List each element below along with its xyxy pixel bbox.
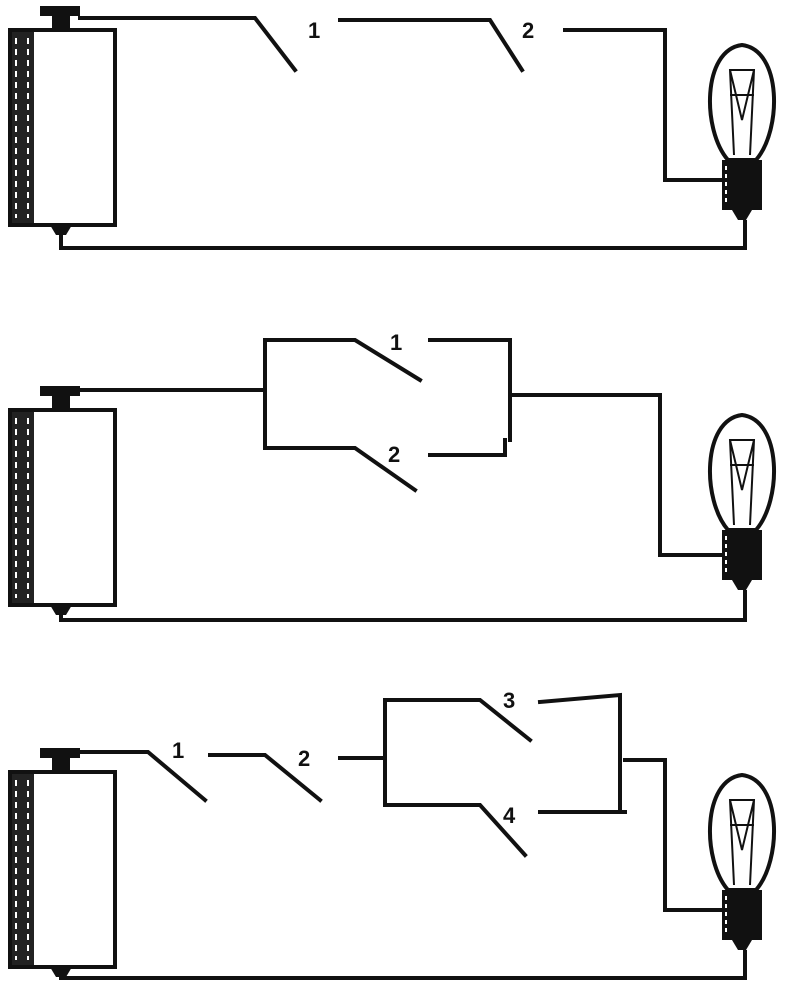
wire-return bbox=[59, 220, 747, 250]
battery-icon bbox=[8, 746, 117, 979]
switch-label: 1 bbox=[308, 18, 320, 43]
switch-label: 1 bbox=[172, 738, 184, 763]
switch-label: 2 bbox=[388, 442, 400, 467]
wire bbox=[78, 16, 724, 182]
wire bbox=[78, 692, 724, 912]
switch-label: 2 bbox=[522, 18, 534, 43]
circuit-series: 1 2 bbox=[8, 4, 777, 250]
switch-label: 3 bbox=[503, 688, 515, 713]
battery-icon bbox=[8, 384, 117, 617]
lamp-bulb-icon bbox=[707, 43, 777, 222]
wire-return bbox=[59, 590, 747, 622]
lamp-bulb-icon bbox=[707, 773, 777, 952]
switch-label: 2 bbox=[298, 746, 310, 771]
switch-label: 1 bbox=[390, 330, 402, 355]
battery-icon bbox=[8, 4, 117, 237]
switch-label: 4 bbox=[503, 803, 516, 828]
circuit-mixed: 1 2 3 4 bbox=[8, 688, 777, 980]
wire bbox=[78, 338, 724, 557]
lamp-bulb-icon bbox=[707, 413, 777, 592]
wire-return bbox=[59, 950, 747, 980]
circuit-parallel: 1 2 bbox=[8, 330, 777, 622]
